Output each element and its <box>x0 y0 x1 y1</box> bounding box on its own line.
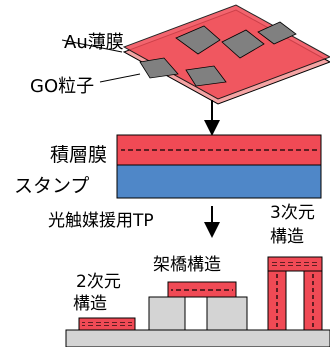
au-film-leader-line <box>61 39 123 53</box>
laminated-film-block <box>116 134 322 166</box>
au-film-label: Au薄膜 <box>64 32 124 53</box>
go-particles <box>139 21 297 87</box>
go-particles-label: GO粒子 <box>30 76 94 97</box>
stamp-block <box>116 164 322 199</box>
structure-3d-label-line2: 構造 <box>270 227 304 247</box>
laminated-film-label: 積層膜 <box>50 144 107 166</box>
au-film-layer <box>122 4 330 105</box>
structure-2d-label-line2: 構造 <box>73 294 107 314</box>
structure-2d-label-line1: 2次元 <box>76 272 121 292</box>
structure-3d-label-line1: 3次元 <box>270 203 315 223</box>
structure-2d <box>78 317 136 331</box>
photocatalyst-tp-label: 光触媒援用TP <box>48 211 154 231</box>
go-particles-leader-line <box>99 73 141 83</box>
bridge-structure-label: 架橋構造 <box>153 255 221 275</box>
bridge-structure <box>148 281 248 331</box>
stamp-label: スタンプ <box>14 175 89 197</box>
substrate <box>65 329 330 347</box>
structure-3d <box>267 256 323 331</box>
